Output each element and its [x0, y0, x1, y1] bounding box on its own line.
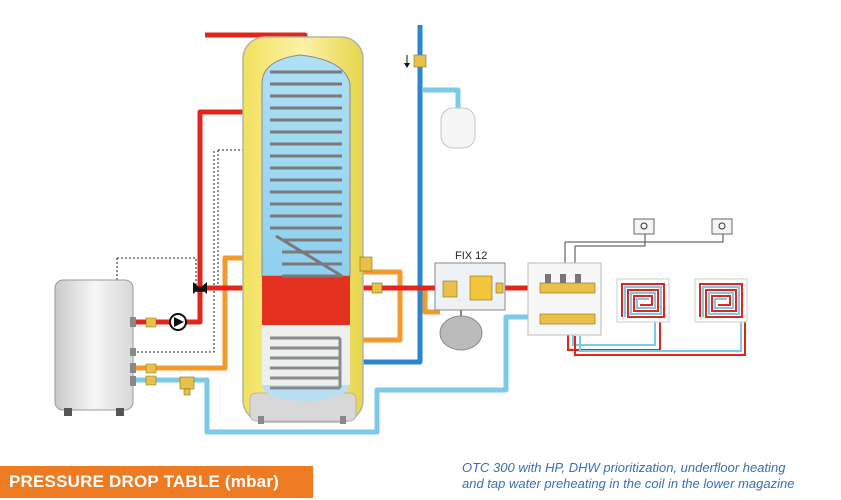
- caption-line-2: and tap water preheating in the coil in …: [462, 476, 795, 491]
- cold-water-pipes: [131, 87, 540, 435]
- pump-icon: [169, 313, 187, 331]
- expansion-vessel-icon: [440, 107, 476, 149]
- expansion-vessel-icon: [439, 310, 483, 351]
- thermostat-icon: [633, 218, 655, 235]
- heat-pump-unit: [54, 279, 134, 416]
- thermostat-icon: [711, 218, 733, 235]
- caption-line-1: OTC 300 with HP, DHW prioritization, und…: [462, 460, 786, 475]
- pressure-drop-banner: PRESSURE DROP TABLE (mbar): [0, 466, 313, 498]
- underfloor-panel: [694, 278, 748, 323]
- module-label: FIX 12: [455, 250, 487, 262]
- lower-heat-coil: [270, 336, 342, 390]
- air-separator: [179, 376, 195, 396]
- mains-supply-pipe: [348, 25, 423, 365]
- tank-fittings: [359, 54, 427, 294]
- three-way-valve-icon: [193, 282, 207, 294]
- upper-heat-coil: [270, 70, 343, 278]
- underfloor-manifold: [527, 262, 602, 336]
- banner-title: PRESSURE DROP TABLE (mbar): [9, 472, 279, 491]
- heat-pump-connectors: [130, 317, 157, 386]
- fix-module: FIX 12: [434, 250, 506, 311]
- diagram-caption: OTC 300 with HP, DHW prioritization, und…: [462, 460, 834, 492]
- underfloor-panel: [616, 278, 670, 323]
